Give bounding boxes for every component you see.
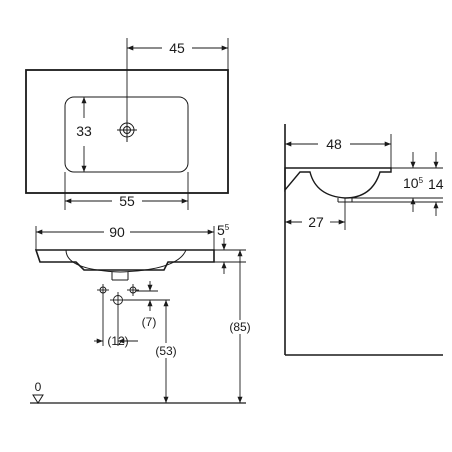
top-view	[25, 38, 229, 210]
dim-total-height-label: 14	[428, 176, 444, 192]
dim-rim-height-sup: 5	[225, 223, 230, 232]
dim-bowl-height-sup: 5	[419, 176, 424, 185]
dim-rim-height-label: 55	[217, 222, 230, 238]
trap-symbol-icon	[97, 284, 139, 308]
dim-install-height-label: (85)	[229, 320, 250, 334]
dim-drain-offset-label: 27	[308, 214, 324, 230]
dim-trap-offset-label: (12)	[107, 334, 128, 348]
dim-total-width-label: 90	[109, 224, 125, 240]
dim-bowl-width-label: 55	[119, 193, 135, 209]
dim-bowl-height-base: 10	[403, 175, 419, 191]
basin-side-profile	[284, 167, 392, 199]
dim-bowl-depth-label: 33	[76, 123, 92, 139]
bowl-outline-top	[64, 96, 189, 173]
floor-marker-icon	[32, 394, 44, 404]
dim-outlet-height-label: (53)	[155, 344, 176, 358]
dim-bowl-height-label: 105	[403, 175, 424, 191]
dim-tap-offset-label: 45	[169, 40, 185, 56]
front-view	[30, 226, 246, 404]
side-view	[284, 124, 443, 356]
tap-hole-icon	[117, 120, 137, 142]
dim-depth-label: 48	[326, 136, 342, 152]
basin-front-profile	[34, 249, 215, 271]
dim-trap-drop-label: (7)	[142, 315, 157, 329]
dim-rim-height-base: 5	[217, 222, 225, 238]
floor-label: 0	[35, 380, 42, 394]
